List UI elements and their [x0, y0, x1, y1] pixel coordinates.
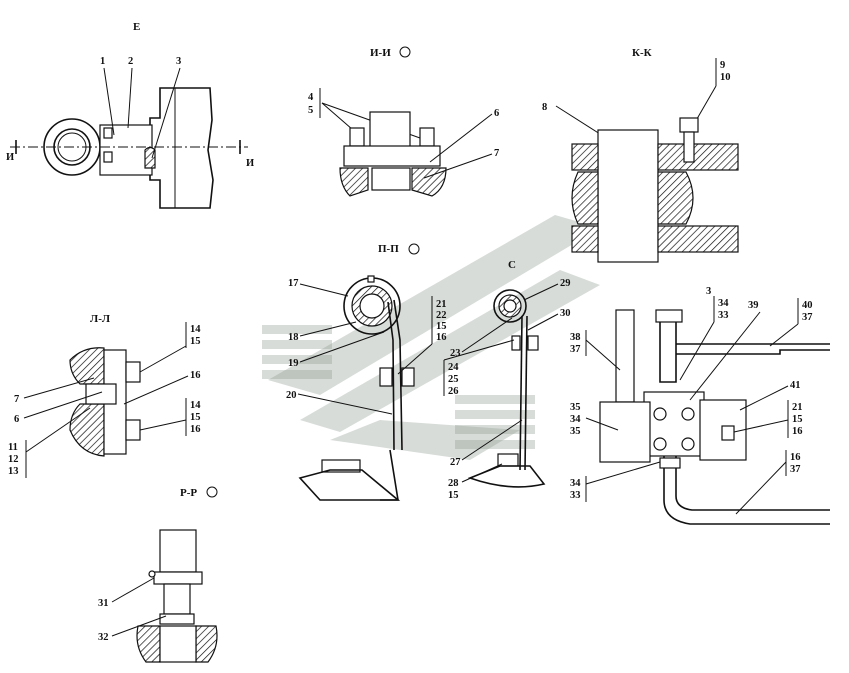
callout-29: 29: [560, 278, 571, 289]
callout-37c: 37: [790, 464, 801, 475]
callout-3b: 3: [706, 286, 711, 297]
callout-38: 38: [570, 332, 581, 343]
callout-39: 39: [748, 300, 759, 311]
callout-11: 11: [8, 442, 18, 453]
watermark-logo: [262, 215, 600, 460]
callout-23: 23: [450, 348, 461, 359]
callout-5: 5: [308, 105, 313, 116]
callout-13: 13: [8, 466, 19, 477]
callout-34c: 34: [570, 478, 581, 489]
view-circle-mark: [399, 46, 411, 58]
section-mark-i-right: И: [246, 158, 254, 169]
callout-16c: 16: [790, 452, 801, 463]
view-title-k-k: К-К: [632, 47, 652, 59]
callout-16d: 16: [190, 370, 201, 381]
callout-35b: 35: [570, 426, 581, 437]
callout-15d: 15: [190, 336, 201, 347]
callout-28: 28: [448, 478, 459, 489]
callout-16b: 16: [792, 426, 803, 437]
callout-4: 4: [308, 92, 314, 103]
view-i-i: И-И 4 5 6 7: [308, 46, 499, 197]
callout-35a: 35: [570, 402, 581, 413]
callout-17: 17: [288, 278, 299, 289]
view-circle-mark: [408, 243, 420, 255]
callout-21: 21: [436, 299, 447, 310]
callout-18: 18: [288, 332, 299, 343]
view-title-l-l: Л-Л: [90, 313, 111, 325]
callout-7b: 7: [14, 394, 19, 405]
callout-34b: 34: [570, 414, 581, 425]
callout-32: 32: [98, 632, 109, 643]
callout-15c: 15: [792, 414, 803, 425]
callout-16e: 16: [190, 424, 201, 435]
callout-12: 12: [8, 454, 19, 465]
callout-21b: 21: [792, 402, 803, 413]
view-title-p-p: П-П: [378, 243, 399, 255]
callout-33a: 33: [718, 310, 729, 321]
view-s: С 29 30 23 24 25 26 27 28 15: [443, 259, 571, 501]
callout-30: 30: [560, 308, 571, 319]
callout-1: 1: [100, 56, 105, 67]
callout-27: 27: [450, 457, 461, 468]
callout-37a: 37: [802, 312, 813, 323]
callout-7: 7: [494, 148, 499, 159]
view-k-k: К-К 9 10 8: [542, 47, 739, 263]
view-e: Е И И 1 2 3: [6, 21, 254, 209]
callout-26: 26: [448, 386, 459, 397]
callout-16a: 16: [436, 332, 447, 343]
callout-40: 40: [802, 300, 813, 311]
callout-15a: 15: [436, 321, 447, 332]
callout-6: 6: [494, 108, 499, 119]
callout-3: 3: [176, 56, 181, 67]
callout-25: 25: [448, 374, 459, 385]
view-p-p: П-П 17 18 19 20 21 22 15 16: [286, 243, 447, 501]
callout-14b: 14: [190, 400, 201, 411]
view-title-s: С: [508, 259, 516, 271]
callout-19: 19: [288, 358, 299, 369]
callout-41: 41: [790, 380, 801, 391]
callout-31: 31: [98, 598, 109, 609]
callout-20: 20: [286, 390, 297, 401]
section-mark-i-left: И: [6, 152, 14, 163]
callout-6b: 6: [14, 414, 19, 425]
view-title-e: Е: [133, 21, 140, 33]
view-l-l: Л-Л 14 15 7 6 16 14 15 16 11 12 13: [8, 313, 201, 478]
callout-9: 9: [720, 60, 725, 71]
valve-assembly: 3 34 33 39 40 37 38 37 41 35 34: [570, 286, 830, 525]
callout-2: 2: [128, 56, 133, 67]
callout-15b: 15: [448, 490, 459, 501]
callout-14a: 14: [190, 324, 201, 335]
callout-33b: 33: [570, 490, 581, 501]
view-title-r-r: Р-Р: [180, 487, 197, 499]
callout-24: 24: [448, 362, 459, 373]
callout-10: 10: [720, 72, 731, 83]
callout-15e: 15: [190, 412, 201, 423]
callout-37b: 37: [570, 344, 581, 355]
callout-8: 8: [542, 102, 547, 113]
view-title-i-i: И-И: [370, 47, 391, 59]
view-circle-mark: [206, 486, 218, 498]
callout-34a: 34: [718, 298, 729, 309]
callout-22: 22: [436, 310, 447, 321]
view-r-r: Р-Р 31 32: [98, 486, 218, 663]
